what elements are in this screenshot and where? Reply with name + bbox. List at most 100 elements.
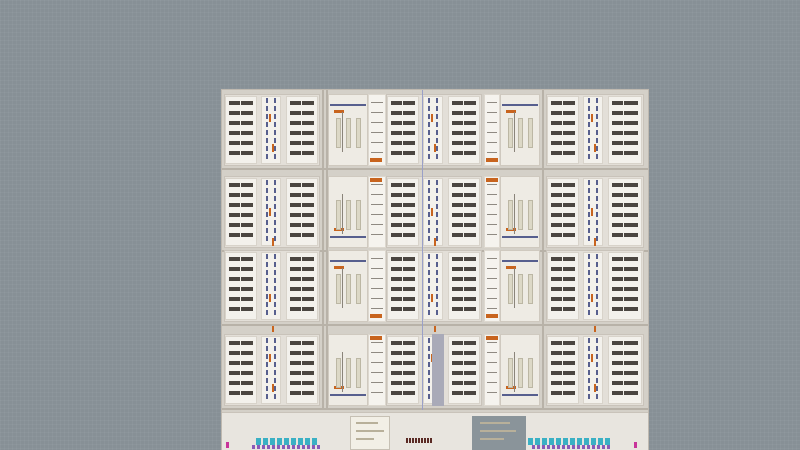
cyan-tile[interactable] bbox=[291, 438, 296, 445]
shelf-slot bbox=[452, 225, 476, 230]
rack-block[interactable] bbox=[386, 94, 482, 166]
cyan-tile[interactable] bbox=[528, 438, 533, 445]
storage-cell[interactable] bbox=[547, 336, 579, 404]
conveyor-lane[interactable] bbox=[583, 96, 603, 164]
conveyor-lane[interactable] bbox=[583, 336, 603, 404]
shelf-slot bbox=[452, 360, 476, 365]
conveyor-lane[interactable] bbox=[583, 178, 603, 246]
conveyor-lane[interactable] bbox=[261, 178, 281, 246]
cyan-tile[interactable] bbox=[549, 438, 554, 445]
storage-cell[interactable] bbox=[547, 252, 579, 320]
rack-block[interactable] bbox=[386, 176, 482, 248]
corridor-cell[interactable] bbox=[368, 176, 386, 248]
rack-block[interactable] bbox=[224, 94, 320, 166]
shelf-slot bbox=[452, 222, 476, 227]
corridor-cell[interactable] bbox=[368, 334, 386, 406]
conveyor-lane[interactable] bbox=[261, 252, 281, 332]
cyan-tile[interactable] bbox=[591, 438, 596, 445]
input-panel[interactable] bbox=[350, 416, 390, 450]
cyan-tile[interactable] bbox=[570, 438, 575, 445]
factory-station[interactable] bbox=[222, 90, 648, 450]
output-panel[interactable] bbox=[472, 416, 526, 450]
cyan-tile[interactable] bbox=[542, 438, 547, 445]
cyan-tile[interactable] bbox=[312, 438, 317, 445]
machine-bay[interactable] bbox=[328, 176, 368, 248]
output-rack-slots[interactable] bbox=[406, 438, 432, 443]
machine-bay[interactable] bbox=[500, 334, 540, 406]
machine-bay[interactable] bbox=[500, 176, 540, 248]
conveyor-lane[interactable] bbox=[423, 252, 443, 332]
conveyor-lane[interactable] bbox=[261, 336, 281, 404]
storage-cell[interactable] bbox=[225, 178, 257, 246]
storage-cell[interactable] bbox=[286, 178, 318, 246]
selected-lane[interactable] bbox=[432, 334, 444, 406]
bay-pillar bbox=[336, 274, 341, 304]
cyan-tile[interactable] bbox=[263, 438, 268, 445]
storage-cell[interactable] bbox=[608, 336, 642, 404]
storage-cell[interactable] bbox=[387, 252, 419, 320]
corridor-cell[interactable] bbox=[484, 176, 500, 248]
corridor-cell[interactable] bbox=[484, 250, 500, 322]
rack-block[interactable] bbox=[546, 94, 644, 166]
rack-block[interactable] bbox=[224, 250, 320, 332]
corridor-cell[interactable] bbox=[484, 94, 500, 166]
storage-cell[interactable] bbox=[286, 336, 318, 404]
conveyor-belt bbox=[274, 98, 276, 162]
storage-cell[interactable] bbox=[448, 336, 480, 404]
conveyor-lane[interactable] bbox=[583, 252, 603, 332]
rack-block[interactable] bbox=[546, 176, 644, 248]
machine-bay[interactable] bbox=[328, 250, 368, 322]
rack-block[interactable] bbox=[386, 250, 482, 332]
rack-block[interactable] bbox=[546, 334, 644, 406]
corridor-cell[interactable] bbox=[368, 94, 386, 166]
rack-block[interactable] bbox=[224, 176, 320, 248]
storage-cell[interactable] bbox=[387, 96, 419, 164]
shelf-slot bbox=[391, 296, 415, 301]
machine-bay[interactable] bbox=[328, 94, 368, 166]
bottom-io-strip[interactable] bbox=[222, 412, 648, 450]
storage-cell[interactable] bbox=[286, 252, 318, 320]
storage-cell[interactable] bbox=[448, 178, 480, 246]
cyan-tile[interactable] bbox=[277, 438, 282, 445]
cyan-tile-row[interactable] bbox=[528, 430, 612, 445]
storage-cell[interactable] bbox=[225, 252, 257, 320]
storage-cell[interactable] bbox=[608, 178, 642, 246]
storage-cell[interactable] bbox=[448, 252, 480, 320]
conveyor-lane[interactable] bbox=[261, 96, 281, 164]
storage-cell[interactable] bbox=[387, 178, 419, 246]
storage-cell[interactable] bbox=[547, 178, 579, 246]
storage-cell[interactable] bbox=[608, 96, 642, 164]
conveyor-lane[interactable] bbox=[423, 178, 443, 246]
shelf-slot bbox=[452, 363, 476, 368]
storage-cell[interactable] bbox=[608, 252, 642, 320]
cyan-tile[interactable] bbox=[284, 438, 289, 445]
cyan-tile[interactable] bbox=[535, 438, 540, 445]
rack-block[interactable] bbox=[224, 334, 320, 406]
cyan-tile[interactable] bbox=[256, 438, 261, 445]
corridor-cell[interactable] bbox=[484, 334, 500, 406]
cyan-tile[interactable] bbox=[305, 438, 310, 445]
cyan-tile[interactable] bbox=[298, 438, 303, 445]
storage-cell[interactable] bbox=[387, 336, 419, 404]
cyan-tile[interactable] bbox=[598, 438, 603, 445]
storage-cell[interactable] bbox=[448, 96, 480, 164]
cyan-tile[interactable] bbox=[556, 438, 561, 445]
cyan-tile[interactable] bbox=[270, 438, 275, 445]
cyan-tile-row[interactable] bbox=[256, 430, 319, 445]
corridor-cell[interactable] bbox=[368, 250, 386, 322]
storage-cell[interactable] bbox=[547, 96, 579, 164]
conveyor-lane[interactable] bbox=[423, 96, 443, 164]
rack-block[interactable] bbox=[546, 250, 644, 332]
cyan-tile[interactable] bbox=[584, 438, 589, 445]
machine-bay[interactable] bbox=[500, 250, 540, 322]
storage-cell[interactable] bbox=[286, 96, 318, 164]
cyan-tile[interactable] bbox=[605, 438, 610, 445]
machine-bay[interactable] bbox=[500, 94, 540, 166]
cyan-tile[interactable] bbox=[577, 438, 582, 445]
storage-cell[interactable] bbox=[225, 336, 257, 404]
bay-pillar bbox=[336, 200, 341, 230]
cyan-tile[interactable] bbox=[563, 438, 568, 445]
storage-cell[interactable] bbox=[225, 96, 257, 164]
machine-bay[interactable] bbox=[328, 334, 368, 406]
